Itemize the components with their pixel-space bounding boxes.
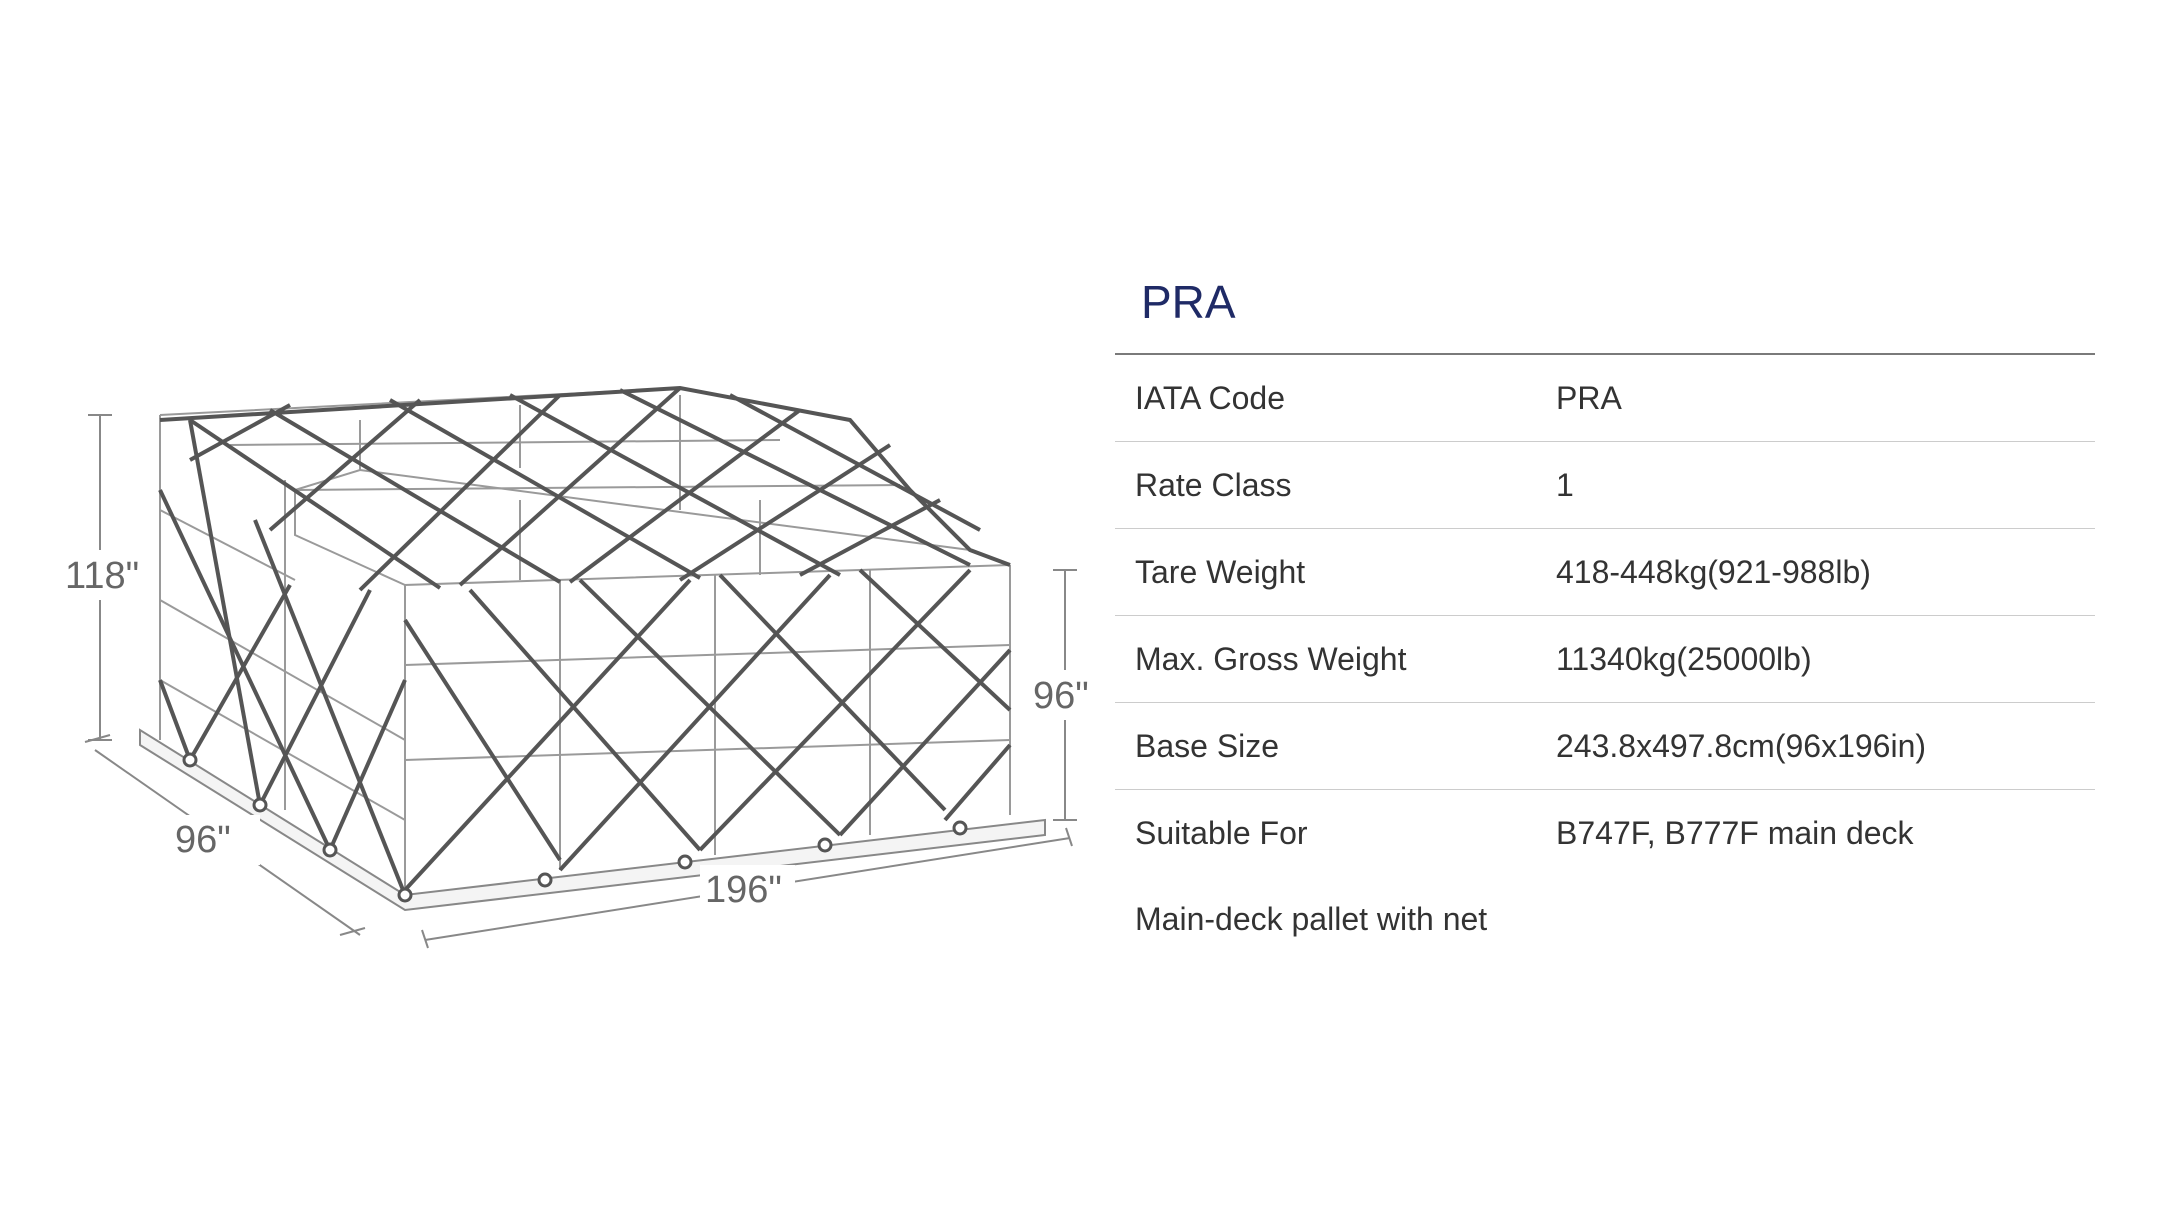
spec-panel: PRA IATA Code PRA Rate Class 1 Tare Weig…	[1115, 263, 2095, 962]
spec-title: PRA	[1141, 276, 1236, 328]
cargo-outline	[159, 386, 1011, 890]
spec-label: IATA Code	[1135, 379, 1285, 416]
spec-row-rate-class: Rate Class 1	[1115, 442, 2095, 529]
spec-row-suitable-for: Suitable For B747F, B777F main deck	[1115, 790, 2095, 876]
dim-label-width: 96"	[175, 819, 231, 861]
spec-row-iata-code: IATA Code PRA	[1115, 355, 2095, 442]
pallet-net-diagram: 118" 96" 96" 196"	[60, 385, 1100, 949]
spec-label: Tare Weight	[1135, 553, 1306, 590]
spec-row-base-size: Base Size 243.8x497.8cm(96x196in)	[1115, 703, 2095, 790]
spec-table: IATA Code PRA Rate Class 1 Tare Weight 4…	[1115, 353, 2095, 876]
spec-label: Base Size	[1135, 727, 1280, 764]
spec-row-max-gross-weight: Max. Gross Weight 11340kg(25000lb)	[1115, 616, 2095, 703]
cargo-net	[158, 385, 1012, 896]
spec-value: 418-448kg(921-988lb)	[1556, 553, 1871, 590]
spec-value: 11340kg(25000lb)	[1556, 640, 1812, 677]
spec-label: Rate Class	[1135, 466, 1292, 503]
spec-value: 243.8x497.8cm(96x196in)	[1556, 727, 1927, 764]
spec-value: B747F, B777F main deck	[1556, 814, 1914, 851]
spec-value: PRA	[1556, 379, 1622, 416]
spec-note: Main-deck pallet with net	[1135, 900, 1488, 937]
net-attachment-rings	[182, 752, 968, 903]
spec-label: Suitable For	[1135, 814, 1308, 851]
dim-label-side-height: 96"	[1033, 675, 1089, 717]
spec-label: Max. Gross Weight	[1135, 640, 1407, 677]
spec-row-tare-weight: Tare Weight 418-448kg(921-988lb)	[1115, 529, 2095, 616]
spec-value: 1	[1556, 466, 1574, 503]
dim-label-overall-height: 118"	[65, 555, 139, 597]
pallet-base	[139, 728, 1046, 912]
dim-label-length: 196"	[705, 869, 782, 911]
